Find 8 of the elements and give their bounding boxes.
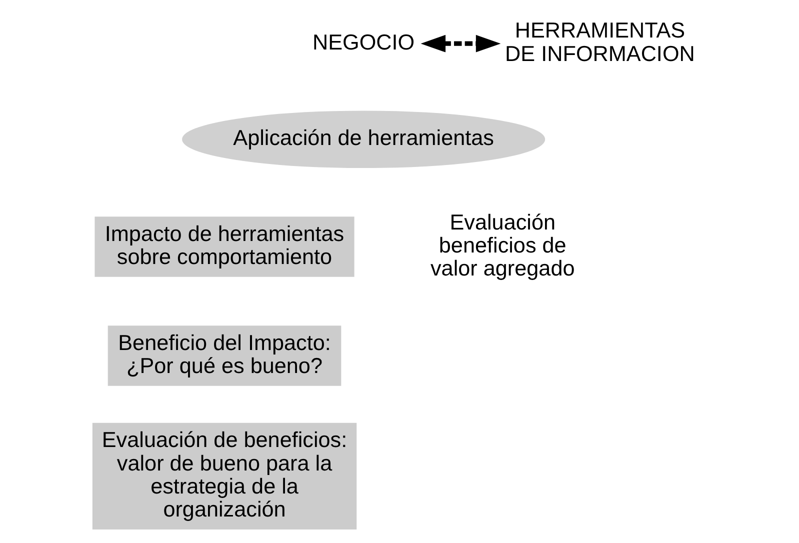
node-box: Evaluación de beneficios: valor de bueno para la estrategia de la organización <box>92 422 357 530</box>
arrow <box>420 34 501 52</box>
node-ellipse: Aplicación de herramientas <box>182 110 546 168</box>
node-box: Beneficio del Impacto: ¿Por qué es bueno? <box>108 326 342 386</box>
label: Evaluación beneficios de valor agregado <box>430 209 575 281</box>
node-text: HERRAMIENTAS DE INFORMACION <box>505 18 695 66</box>
node-text: NEGOCIO <box>312 29 415 54</box>
node-box: Impacto de herramientas sobre comportamiento <box>94 216 354 277</box>
